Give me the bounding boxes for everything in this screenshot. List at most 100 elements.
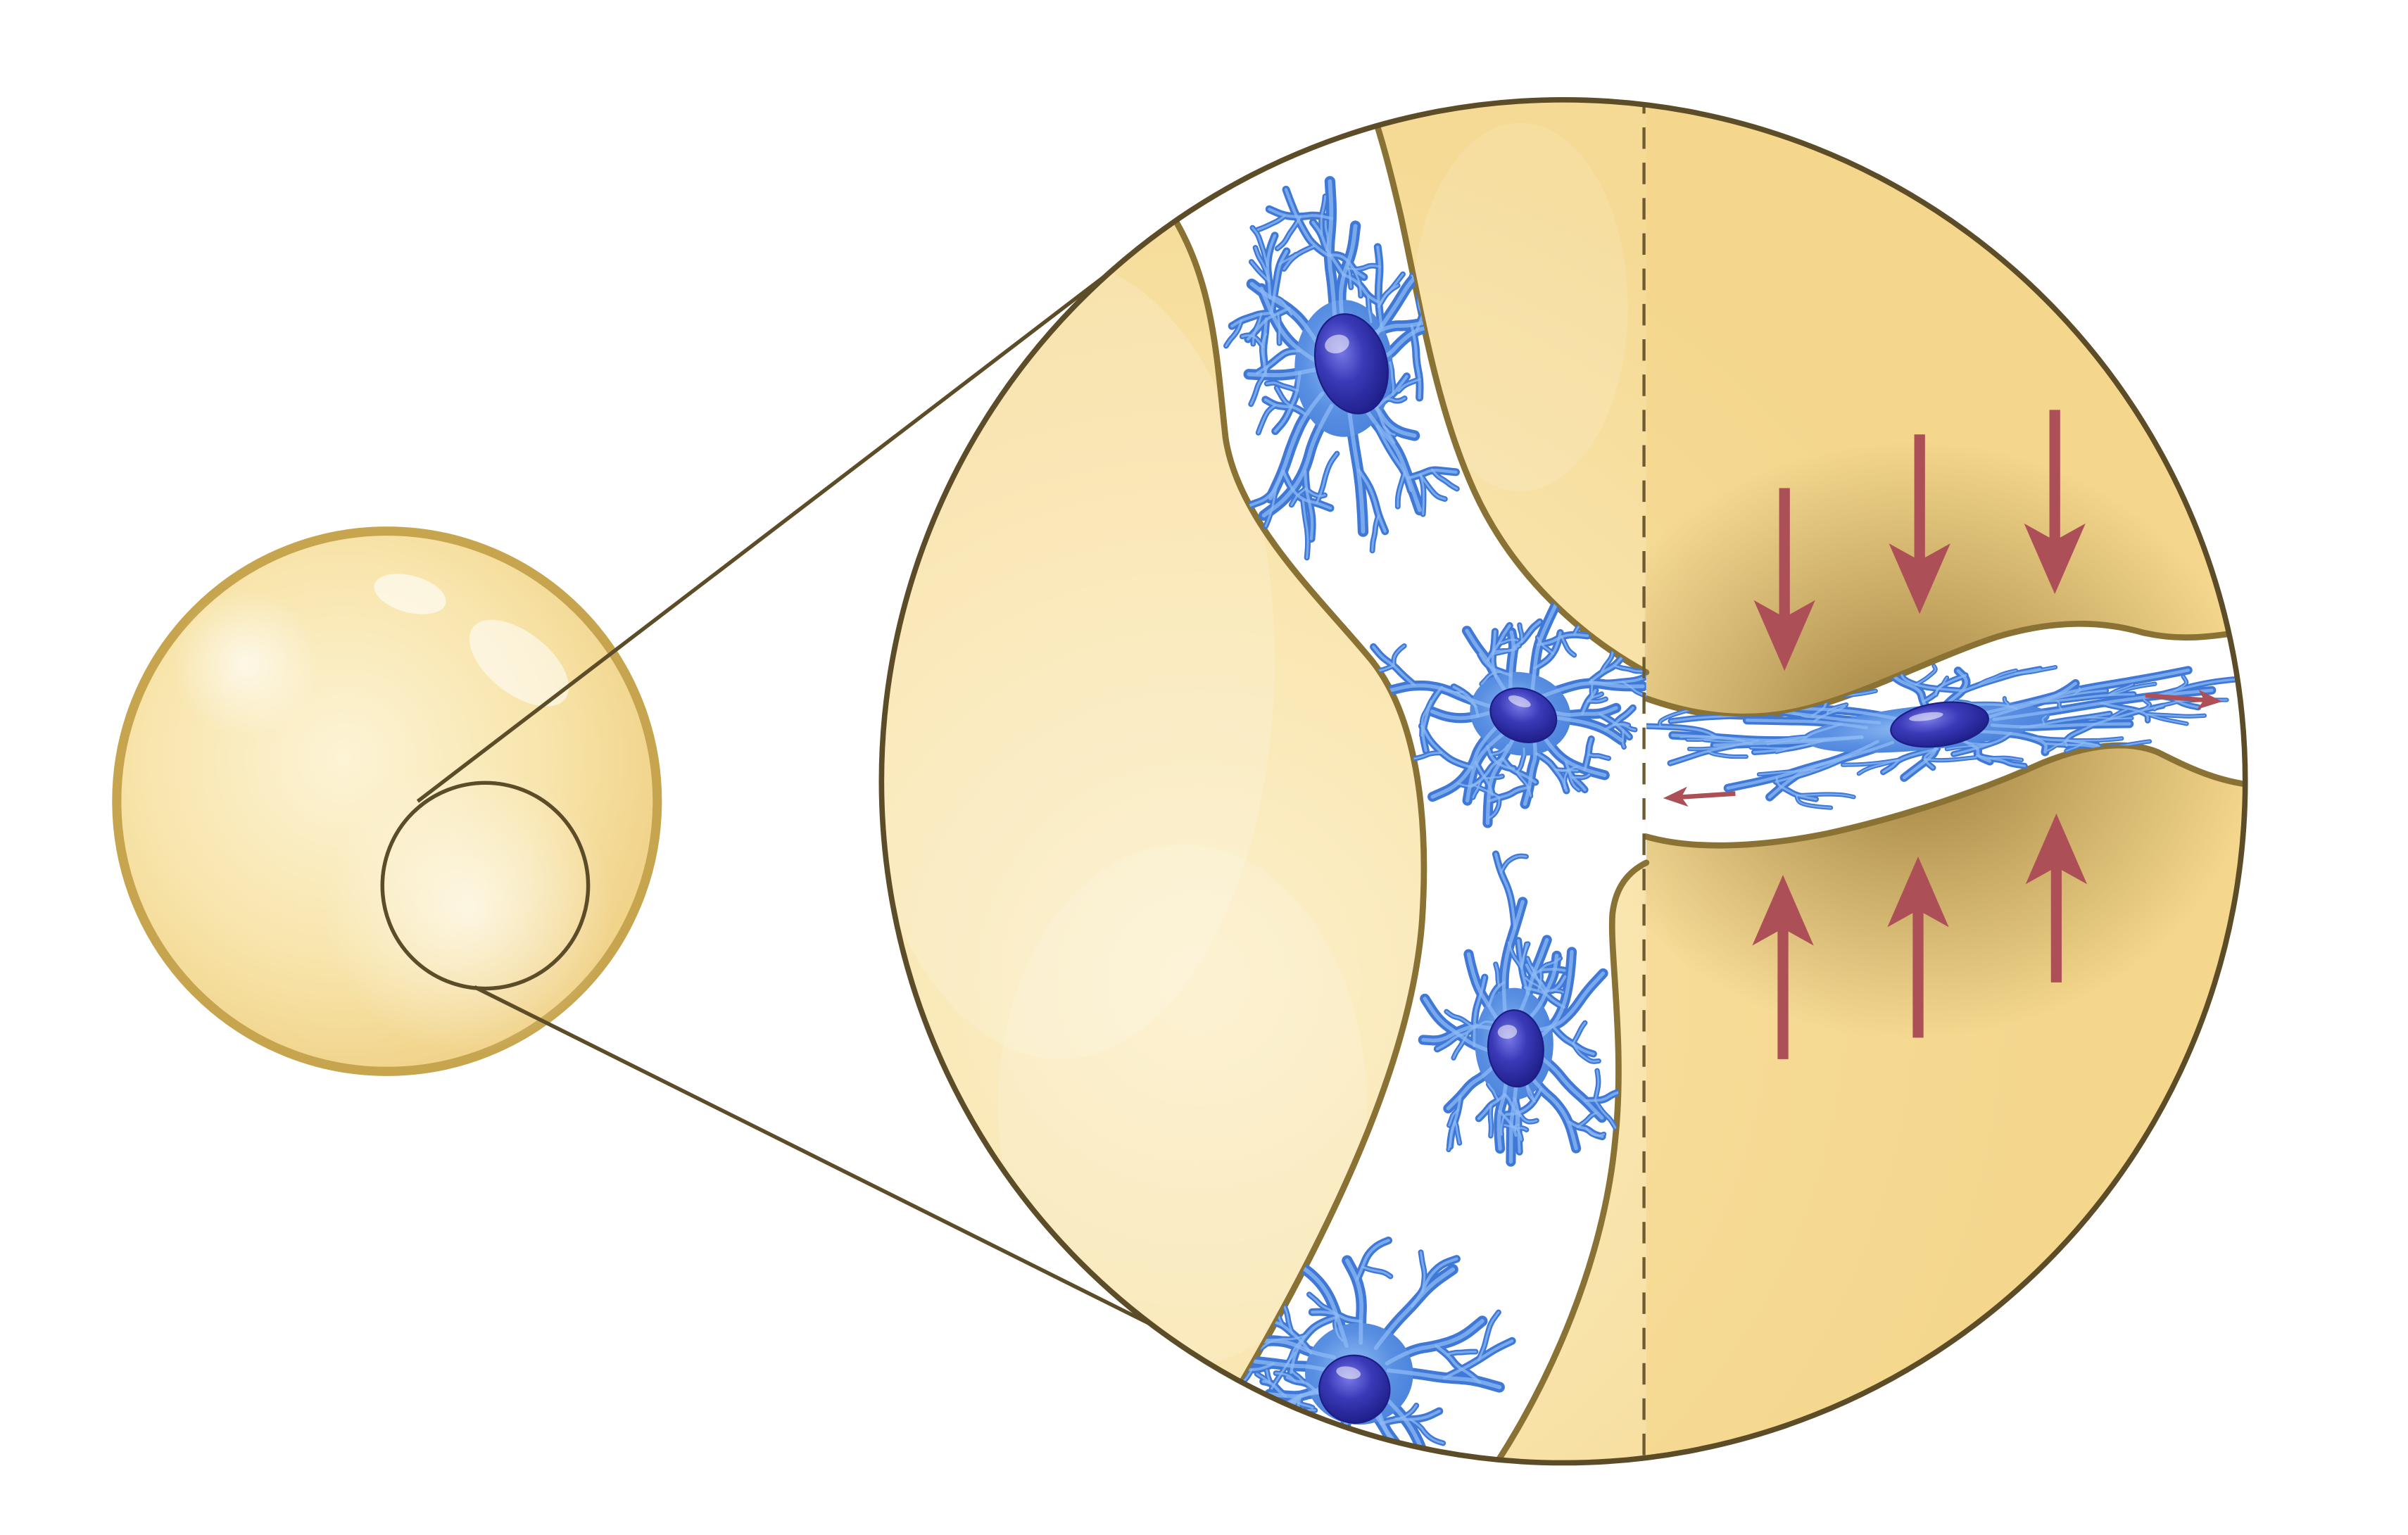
dendrite-highlight: [1419, 474, 1425, 516]
dendrite-highlight: [1572, 1021, 1587, 1045]
dendrite-highlight: [1515, 747, 1525, 773]
dendrite-highlight: [1621, 729, 1625, 748]
sphere-highlight: [374, 574, 446, 614]
dendrite-highlight: [1345, 265, 1382, 271]
dendrite-highlight: [1361, 1265, 1392, 1278]
dendrite-highlight: [1594, 1099, 1617, 1129]
dendrite-highlight: [2108, 683, 2156, 696]
dendrite-highlight: [1977, 669, 2017, 686]
dendrite-highlight: [1342, 273, 1379, 303]
dendrite-highlight: [1271, 1351, 1297, 1390]
dendrite-highlight: [1304, 469, 1314, 541]
dendrite-highlight: [1477, 1311, 1500, 1361]
dendrite-highlight: [1887, 666, 1931, 716]
dendrite-highlight: [1376, 245, 1383, 328]
dendrite-highlight: [2146, 713, 2206, 717]
channel-wall-compressed-upper: [1643, 620, 2244, 720]
dendrite-highlight: [1257, 404, 1277, 434]
dendrite-highlight: [1249, 365, 1269, 405]
arrow-left-icon: [1663, 786, 1736, 807]
dendrite-highlight: [1518, 624, 1523, 643]
dendrite-highlight: [1266, 381, 1299, 392]
dendrite-highlight: [2003, 697, 2010, 707]
sphere: [112, 526, 662, 1076]
nucleus: [1890, 701, 1989, 748]
dendrite-highlight: [1494, 852, 1517, 930]
sphere-glow: [322, 762, 614, 1055]
dendrite-highlight: [1301, 499, 1309, 559]
dendrite-highlight: [1515, 771, 1532, 797]
dendrite-highlight: [1277, 312, 1281, 345]
dendrite-highlight: [1254, 246, 1271, 283]
dendrite-highlight: [1604, 706, 1634, 731]
dendrite-highlight: [1775, 743, 1810, 753]
dendrite-highlight: [2041, 715, 2047, 726]
dendrite-highlight: [1576, 1111, 1598, 1128]
dendrite-highlight: [1448, 1108, 1460, 1127]
dendrite-highlight: [1419, 474, 1446, 500]
dendrite-highlight: [1745, 719, 1868, 730]
dendrite-highlight: [1371, 514, 1380, 552]
dendrite-highlight: [1487, 1083, 1499, 1102]
arrow-up-icon: [1752, 875, 1814, 1059]
dendrite-highlight: [1392, 645, 1406, 667]
nucleus-highlight: [1909, 712, 1943, 721]
tissue-sheen: [1413, 122, 1628, 491]
dendrite-highlight: [2155, 677, 2243, 697]
arrow-up-icon: [2025, 813, 2088, 983]
arrow-right-icon: [2145, 689, 2223, 710]
dendrite-highlight: [1489, 1103, 1492, 1137]
dendrite-highlight: [1263, 398, 1307, 416]
magnified-region-outline: [380, 781, 591, 991]
channel-wall-right-upper: [1361, 101, 1650, 676]
dendrite-highlight: [1796, 793, 1855, 798]
zoom-line-bottom: [473, 985, 1218, 1359]
dendrite-highlight: [1594, 1069, 1600, 1102]
dendrite-highlight: [2146, 713, 2188, 725]
magnified-view-outline: [878, 96, 2248, 1466]
dendrite-highlight: [1750, 746, 1794, 750]
dendritic-cell: [1223, 176, 1468, 561]
dendrite-highlight: [1489, 744, 1509, 756]
dendrite-highlight: [1378, 284, 1399, 308]
dendrite-highlight: [1613, 664, 1644, 673]
dendrite-highlight: [2174, 675, 2188, 692]
dendritic-cell: [1646, 663, 2244, 810]
dendrite-highlight: [1485, 736, 1516, 826]
dendrite-highlight: [1538, 730, 1607, 778]
dendrite-highlight: [1278, 253, 1297, 265]
dendrite-highlight: [1758, 768, 1820, 776]
dendrite-highlight: [1239, 469, 1285, 512]
dendrite-highlight: [1472, 780, 1482, 799]
dendrite-highlight: [1706, 750, 1748, 758]
dendrite-highlight: [1397, 470, 1406, 508]
dendrite-highlight: [1264, 487, 1278, 527]
dendrite-highlight: [1447, 1120, 1456, 1151]
dendrite-highlight: [2046, 739, 2070, 752]
dendrite-highlight: [1435, 1344, 1482, 1384]
sphere-glow: [172, 589, 320, 737]
dendrite-highlight: [2100, 702, 2149, 722]
dendrite-highlight: [1796, 795, 1832, 809]
dendrite-highlight: [1281, 469, 1332, 510]
dendrite-highlight: [1508, 630, 1515, 692]
dendrite-highlight: [1494, 963, 1501, 987]
dendrite-highlight: [1590, 678, 1594, 697]
dendrite-highlight: [1266, 1369, 1271, 1384]
dendrite-highlight: [1324, 220, 1329, 252]
dendrite-highlight: [1765, 735, 1808, 743]
dendrite-highlight: [1525, 964, 1548, 993]
dendrite-highlight: [1572, 1042, 1600, 1063]
dendrite-highlight: [1397, 378, 1421, 393]
dendrite-highlight: [1988, 757, 2023, 761]
dendrite-highlight: [1703, 739, 1745, 743]
dendrite-highlight: [1915, 664, 1936, 686]
arrow-down-icon: [2024, 410, 2086, 595]
dendrite-highlight: [2073, 687, 2081, 696]
dendrite-highlight: [1499, 854, 1527, 874]
dendrite-highlight: [1646, 724, 1718, 739]
dendrite-highlight: [2108, 709, 2128, 721]
dendrite-highlight: [1978, 668, 2190, 716]
dendrite-highlight: [1420, 1251, 1426, 1294]
